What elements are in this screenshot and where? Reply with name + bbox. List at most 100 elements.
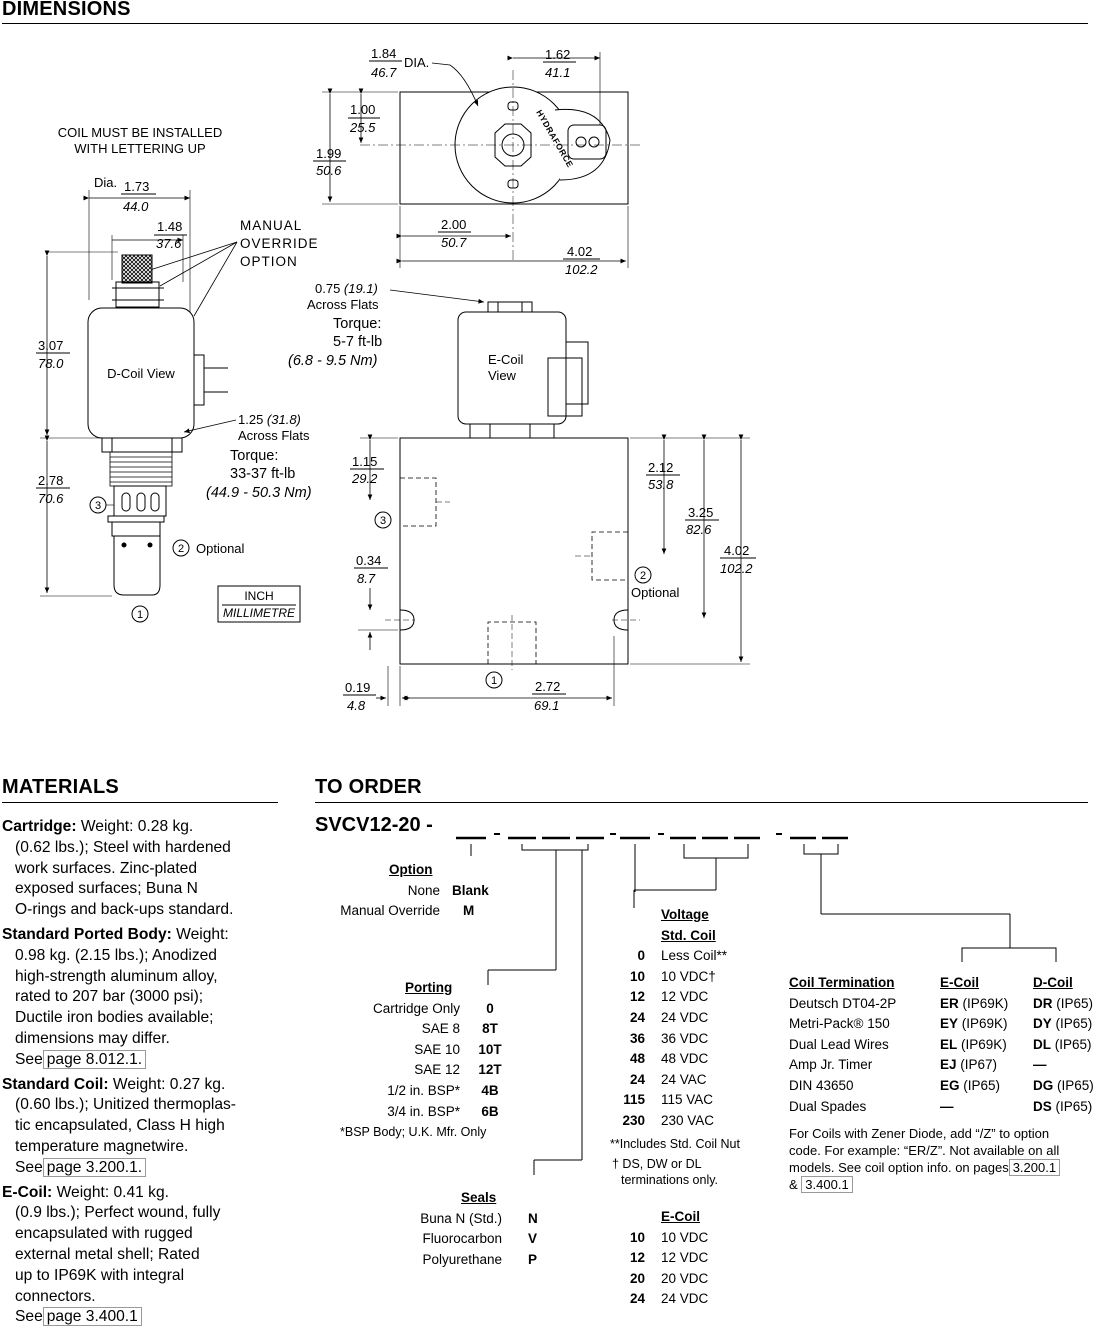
dim-0-19-in: 0.19 (345, 680, 370, 695)
materials-text: Cartridge: Weight: 0.28 kg.(0.62 lbs.); … (2, 817, 280, 1328)
voltage-heading: Voltage (661, 907, 709, 922)
termination-header: Coil Termination E-Coil D-Coil (789, 975, 1073, 990)
coil-entry: Standard Coil: Weight: 0.27 kg.(0.60 lbs… (2, 1075, 237, 1177)
torque-label-1: Torque: (230, 448, 278, 464)
plan-view: HYDRAFORCE 1.84 46.7 DIA. 1.62 41.1 1.00… (313, 46, 640, 277)
bsp-note: *BSP Body; U.K. Mfr. Only (340, 1125, 487, 1140)
dim-1-48-in: 1.48 (157, 219, 182, 234)
port-2-callout-left: 2 (178, 543, 184, 555)
termination-row: Dual Spades—DS (IP65) (789, 1098, 1093, 1114)
cartridge-side-view: COIL MUST BE INSTALLED WITH LETTERING UP… (36, 125, 319, 623)
dagger-note-1: † DS, DW or DL (612, 1157, 702, 1172)
dim-3-25-mm: 82.6 (686, 522, 712, 537)
dim-4-02-mm-side: 102.2 (720, 561, 753, 576)
optional-label-body: Optional (631, 585, 680, 600)
dim-4-02-in-top: 4.02 (567, 244, 592, 259)
page-ref-coil[interactable]: page 3.200.1. (42, 1157, 147, 1177)
torque-ftlb-1: 33-37 ft-lb (230, 466, 295, 482)
e-coil-view-label-1: E-Coil (488, 352, 524, 367)
port-3-callout-left: 3 (95, 500, 101, 512)
port-3-callout-body: 3 (380, 515, 386, 527)
materials-heading: MATERIALS (2, 776, 119, 798)
torque-ftlb-2: 5-7 ft-lb (333, 334, 382, 350)
dimensions-heading: DIMENSIONS (2, 0, 131, 20)
page-ref-body[interactable]: page 8.012.1. (42, 1049, 147, 1069)
dagger-note-2: terminations only. (621, 1172, 719, 1187)
dim-2-72-mm: 69.1 (534, 698, 559, 713)
port-2-callout-body: 2 (640, 570, 646, 582)
porting-row: 1/2 in. BSP*4B (387, 1082, 499, 1098)
page-ref-zener-1[interactable]: 3.200.1 (1008, 1159, 1061, 1177)
dim-1-15-in: 1.15 (352, 454, 377, 469)
page-ref-ecoil[interactable]: page 3.400.1 (42, 1307, 142, 1327)
dim-1-73-mm: 44.0 (123, 199, 149, 214)
dim-1-84-in: 1.84 (371, 46, 396, 61)
dim-3-07-mm: 78.0 (38, 356, 64, 371)
dim-1-00-mm: 25.5 (349, 120, 376, 135)
flats-1-25-label: Across Flats (238, 428, 310, 443)
port-1-callout-body: 1 (491, 675, 497, 687)
materials-rule (2, 802, 278, 803)
d-coil-view-label: D-Coil View (107, 366, 175, 381)
body-entry: Standard Ported Body: Weight:0.98 kg. (2… (2, 925, 229, 1069)
page-ref-zener-2[interactable]: 3.400.1 (801, 1176, 853, 1194)
dim-2-00-mm: 50.7 (441, 235, 467, 250)
dim-3-25-in: 3.25 (688, 505, 713, 520)
dim-1-15-mm: 29.2 (351, 471, 378, 486)
dim-1-62-in: 1.62 (545, 47, 570, 62)
seals-heading: Seals (461, 1190, 497, 1205)
order-code-connectors (456, 833, 1057, 1175)
port-1-callout-left: 1 (137, 609, 143, 621)
dim-3-07-in: 3.07 (38, 338, 63, 353)
option-heading: Option (389, 862, 433, 877)
dim-4-02-mm-top: 102.2 (565, 262, 598, 277)
coil-nut-note: **Includes Std. Coil Nut (610, 1136, 740, 1151)
dim-1-99-in: 1.99 (316, 146, 341, 161)
ecoil-entry: E-Coil: Weight: 0.41 kg.(0.9 lbs.); Perf… (2, 1183, 221, 1327)
porting-row: 3/4 in. BSP*6B (387, 1103, 499, 1119)
dim-1-00-in: 1.00 (350, 102, 375, 117)
to-order-heading: TO ORDER (315, 776, 422, 798)
manual-label-1: MANUAL (240, 218, 302, 233)
dim-2-12-in: 2.12 (648, 460, 673, 475)
dim-2-12-mm: 53.8 (648, 477, 674, 492)
coil-note-line2: WITH LETTERING UP (74, 141, 205, 156)
manual-label-2: OVERRIDE (240, 236, 319, 251)
dim-1-73-in: 1.73 (124, 179, 149, 194)
ecoil-voltage-heading: E-Coil (661, 1209, 700, 1224)
dimensions-rule (2, 23, 1088, 24)
dia-label: Dia. (94, 175, 117, 190)
torque-label-2: Torque: (333, 316, 381, 332)
cartridge-entry: Cartridge: Weight: 0.28 kg.(0.62 lbs.); … (2, 818, 234, 919)
dim-4-02-in-side: 4.02 (724, 543, 749, 558)
dim-2-72-in: 2.72 (535, 679, 560, 694)
flats-1-25: 1.25 (31.8) (238, 412, 301, 427)
flats-0-75-label: Across Flats (307, 297, 379, 312)
coil-termination-table: Coil Termination E-Coil D-Coil Deutsch D… (789, 973, 1094, 1194)
to-order-rule (315, 802, 1088, 803)
legend-millimetre: MILLIMETRE (223, 606, 296, 620)
dim-1-48-mm: 37.6 (156, 236, 182, 251)
dim-1-99-mm: 50.6 (316, 163, 342, 178)
